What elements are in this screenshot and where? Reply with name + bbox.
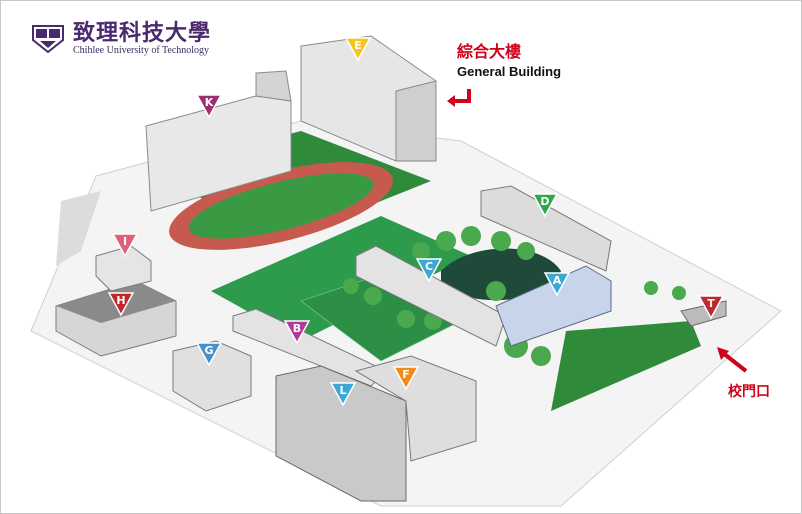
building-marker-t[interactable]: T (697, 295, 725, 320)
university-seal-icon (32, 25, 64, 54)
building-marker-letter: F (402, 368, 410, 381)
building-marker-triangle (531, 193, 559, 218)
building-d (480, 185, 612, 272)
building-markers: A B C D E F G H I K L T (107, 37, 725, 407)
building-marker-i[interactable]: I (111, 233, 139, 258)
building-marker-triangle (543, 272, 571, 297)
building-marker-letter: T (707, 297, 715, 310)
building-marker-letter: D (540, 195, 549, 208)
building-marker-c[interactable]: C (415, 258, 443, 283)
courtyard-pond (441, 248, 561, 301)
building-marker-e[interactable]: E (344, 37, 372, 62)
building-marker-letter: A (553, 274, 562, 287)
building-marker-a[interactable]: A (543, 272, 571, 297)
building-marker-triangle (344, 37, 372, 62)
building-c (355, 245, 507, 347)
general-building-label-chinese: 綜合大樓 (457, 42, 522, 61)
building-marker-h[interactable]: H (107, 292, 135, 317)
building-marker-d[interactable]: D (531, 193, 559, 218)
building-marker-triangle (697, 295, 725, 320)
building-g (172, 340, 252, 412)
general-building-label-english: General Building (457, 64, 562, 79)
building-marker-f[interactable]: F (392, 366, 420, 391)
curved-arrow-icon (447, 89, 471, 107)
lawn-gate (551, 321, 701, 411)
building-marker-k[interactable]: K (195, 94, 223, 119)
building-marker-b[interactable]: B (283, 320, 311, 345)
building-marker-triangle (195, 342, 223, 367)
building-marker-triangle (283, 320, 311, 345)
building-l (275, 365, 407, 502)
building-marker-letter: I (123, 235, 127, 248)
building-f (354, 355, 477, 462)
building-marker-letter: B (293, 322, 301, 335)
building-marker-g[interactable]: G (195, 342, 223, 367)
sports-courts (211, 216, 471, 341)
building-e (300, 35, 437, 162)
building-marker-triangle (195, 94, 223, 119)
arrow-pointer-icon (717, 347, 748, 373)
building-marker-letter: C (425, 260, 433, 273)
university-logo: 致理科技大學 Chihlee University of Technology (31, 21, 211, 57)
main-gate-label: 校門口 (728, 384, 770, 400)
building-marker-triangle (107, 292, 135, 317)
university-name-english: Chihlee University of Technology (73, 45, 210, 56)
building-marker-triangle (111, 233, 139, 258)
building-a (495, 265, 612, 347)
running-track (169, 162, 393, 250)
building-marker-letter: G (204, 344, 213, 357)
building-marker-letter: E (354, 39, 362, 52)
building-marker-letter: K (205, 96, 214, 109)
road (56, 191, 101, 266)
building-marker-l[interactable]: L (329, 382, 357, 407)
building-marker-letter: L (339, 384, 346, 397)
building-marker-triangle (415, 258, 443, 283)
building-marker-letter: H (116, 294, 125, 307)
building-marker-triangle (329, 382, 357, 407)
building-k (145, 70, 292, 212)
building-marker-triangle (392, 366, 420, 391)
university-name-chinese: 致理科技大學 (73, 20, 212, 46)
